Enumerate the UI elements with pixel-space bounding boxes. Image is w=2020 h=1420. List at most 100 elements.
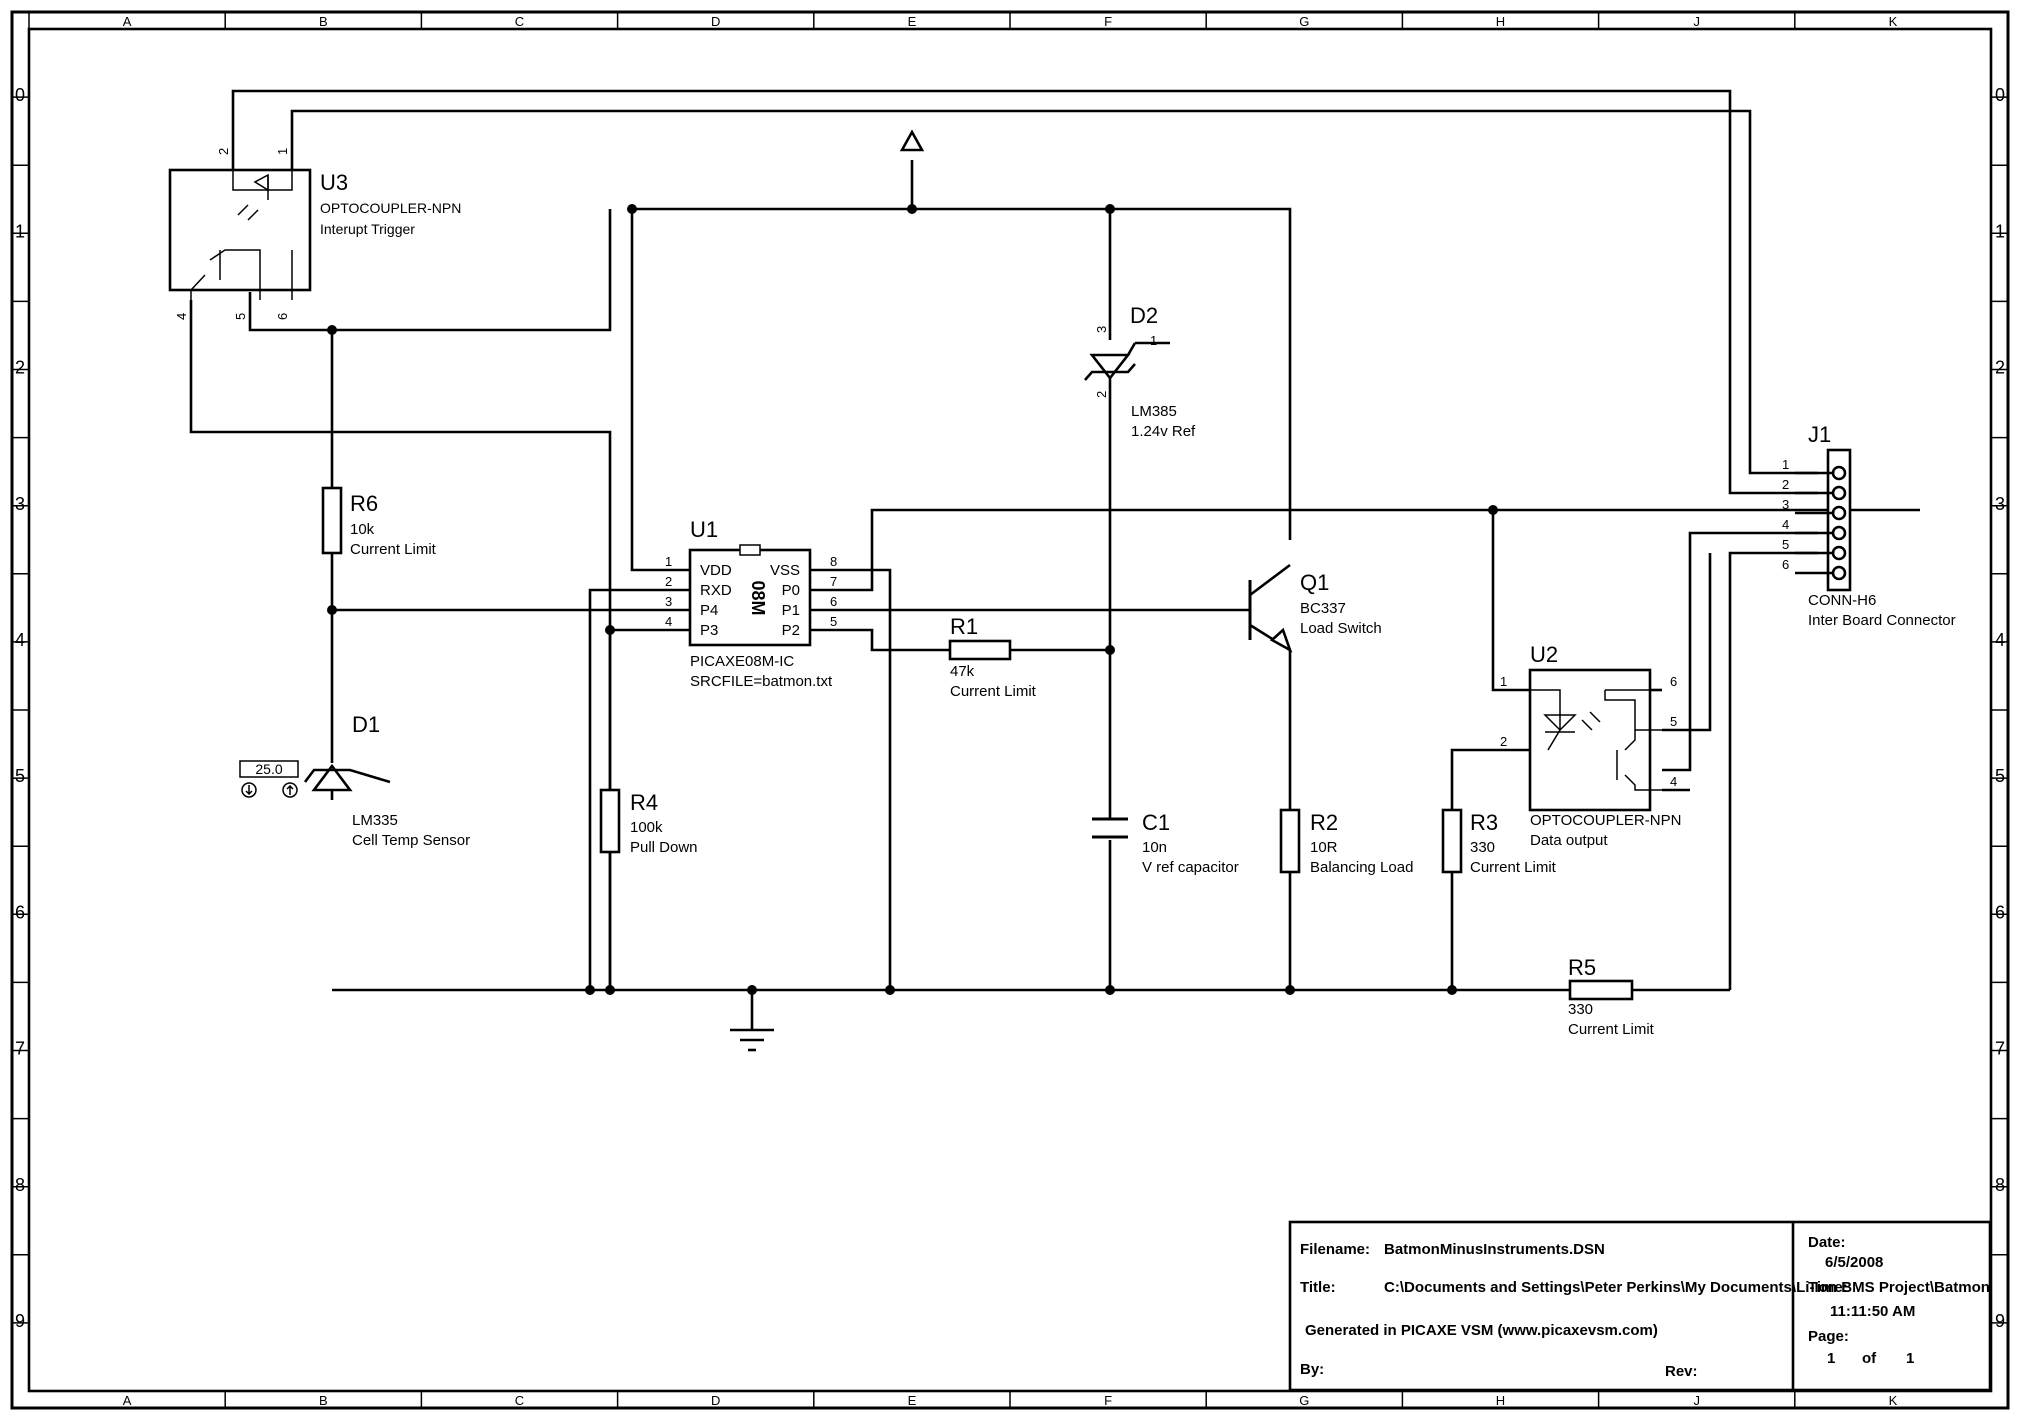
column-label-bottom: F (1104, 1393, 1112, 1408)
d2-pin-3: 3 (1094, 326, 1109, 333)
j1-type: CONN-H6 (1808, 592, 1876, 609)
page-of: of (1862, 1350, 1877, 1367)
r5-desc: Current Limit (1568, 1021, 1655, 1038)
title-block: Filename: BatmonMinusInstruments.DSN Tit… (1288, 1220, 1992, 1392)
j1-pin-circle (1831, 545, 1847, 561)
j1-pin-circle (1831, 505, 1847, 521)
column-label-top: F (1104, 14, 1112, 29)
u1-pin-8: 8 (830, 554, 837, 569)
resistor-r4[interactable]: R4 100k Pull Down (599, 788, 698, 856)
resistor-r3[interactable]: R3 330 Current Limit (1441, 808, 1557, 876)
r2-value: 10R (1310, 839, 1338, 856)
column-label-bottom: J (1693, 1393, 1700, 1408)
resistor-r2[interactable]: R2 10R Balancing Load (1279, 808, 1413, 876)
d2-pin-2: 2 (1094, 391, 1109, 398)
column-label-bottom: D (711, 1393, 720, 1408)
temp-up-button[interactable] (282, 782, 298, 798)
u2-pin-4: 4 (1670, 774, 1677, 789)
j1-desc: Inter Board Connector (1808, 612, 1956, 629)
j1-pin-number: 1 (1782, 457, 1789, 472)
diode-d2[interactable]: D2 1 3 2 LM385 1.24v Ref (1084, 303, 1196, 440)
row-label-right: 5 (1995, 766, 2005, 786)
u1-pin-6: 6 (830, 594, 837, 609)
c1-value: 10n (1142, 839, 1167, 856)
row-label-right: 0 (1995, 85, 2005, 105)
u1-chip-label: 08M (748, 580, 768, 615)
column-label-bottom: K (1889, 1393, 1898, 1408)
picaxe-u1[interactable]: VDD RXD P4 P3 VSS P0 P1 P2 08M 1 2 3 4 8… (665, 517, 837, 690)
u1-ref: U1 (690, 517, 718, 542)
temp-sensor-d1[interactable]: D1 LM335 Cell Temp Sensor 25.0 (239, 712, 470, 849)
d1-type: LM335 (352, 812, 398, 829)
d1-temp-value: 25.0 (255, 761, 282, 777)
u3-pin-5: 5 (233, 313, 248, 320)
row-label-left: 9 (15, 1311, 25, 1331)
j1-pin-circle (1831, 485, 1847, 501)
column-label-bottom: C (515, 1393, 524, 1408)
row-label-right: 9 (1995, 1311, 2005, 1331)
u1-pin-4: 4 (665, 614, 672, 629)
d2-type: LM385 (1131, 403, 1177, 420)
row-label-left: 2 (15, 358, 25, 378)
r5-value: 330 (1568, 1001, 1593, 1018)
u1-pin-2: 2 (665, 574, 672, 589)
u1-pin-7: 7 (830, 574, 837, 589)
resistor-r5[interactable]: R5 330 Current Limit (1568, 955, 1655, 1038)
resistor-r1[interactable]: R1 47k Current Limit (948, 614, 1037, 700)
capacitor-c1[interactable]: C1 10n V ref capacitor (1092, 810, 1239, 876)
u1-pin-1: 1 (665, 554, 672, 569)
optocoupler-u2[interactable]: U2 OPTOCOUPLER-NPN Data output 1 2 6 5 4 (1493, 642, 1681, 849)
u1-pin-5: 5 (830, 614, 837, 629)
d1-desc: Cell Temp Sensor (352, 832, 470, 849)
resistor-r6[interactable]: R6 10k Current Limit (321, 486, 437, 558)
r3-desc: Current Limit (1470, 859, 1557, 876)
u3-pin-2: 2 (216, 148, 231, 155)
j1-pin-number: 6 (1782, 557, 1789, 572)
d2-pin-1: 1 (1150, 333, 1157, 348)
c1-ref: C1 (1142, 810, 1170, 835)
u2-desc: Data output (1530, 832, 1608, 849)
j1-pin-circle (1831, 525, 1847, 541)
column-label-bottom: G (1299, 1393, 1309, 1408)
power-rail-arrow (899, 129, 925, 152)
column-label-top: E (908, 14, 917, 29)
column-label-top: H (1496, 14, 1505, 29)
u1-srcfile: SRCFILE=batmon.txt (690, 673, 833, 690)
generated-note: Generated in PICAXE VSM (www.picaxevsm.c… (1305, 1322, 1658, 1339)
page-label: Page: (1808, 1328, 1849, 1345)
row-label-left: 5 (15, 766, 25, 786)
u1-type: PICAXE08M-IC (690, 653, 794, 670)
j1-pin-number: 5 (1782, 537, 1789, 552)
d1-temp-display (239, 760, 299, 778)
column-label-top: A (123, 14, 132, 29)
r4-ref: R4 (630, 790, 658, 815)
column-label-bottom: A (123, 1393, 132, 1408)
transistor-q1[interactable]: Q1 BC337 Load Switch (1248, 563, 1382, 653)
column-label-bottom: E (908, 1393, 917, 1408)
u1-p1: P1 (782, 602, 800, 619)
u1-vss: VSS (770, 562, 800, 579)
j1-pin-circle (1831, 465, 1847, 481)
row-label-left: 7 (15, 1039, 25, 1059)
u3-pin-4: 4 (174, 313, 189, 320)
rev-label: Rev: (1665, 1363, 1698, 1380)
filename-label: Filename: (1300, 1241, 1370, 1258)
time-label: Time: (1808, 1279, 1848, 1296)
temp-down-button[interactable] (241, 782, 257, 798)
j1-pin-circle (1831, 565, 1847, 581)
u2-type: OPTOCOUPLER-NPN (1530, 812, 1681, 829)
row-label-left: 6 (15, 902, 25, 922)
u3-pin-1: 1 (275, 148, 290, 155)
r3-value: 330 (1470, 839, 1495, 856)
row-label-left: 0 (15, 85, 25, 105)
optocoupler-u3[interactable]: U3 OPTOCOUPLER-NPN Interupt Trigger 2 1 … (168, 148, 461, 320)
page-total: 1 (1906, 1350, 1914, 1367)
sheet-frame (10, 10, 2010, 1410)
j1-pin-number: 2 (1782, 477, 1789, 492)
column-label-top: D (711, 14, 720, 29)
column-label-top: C (515, 14, 524, 29)
d1-ref: D1 (352, 712, 380, 737)
r1-value: 47k (950, 663, 975, 680)
